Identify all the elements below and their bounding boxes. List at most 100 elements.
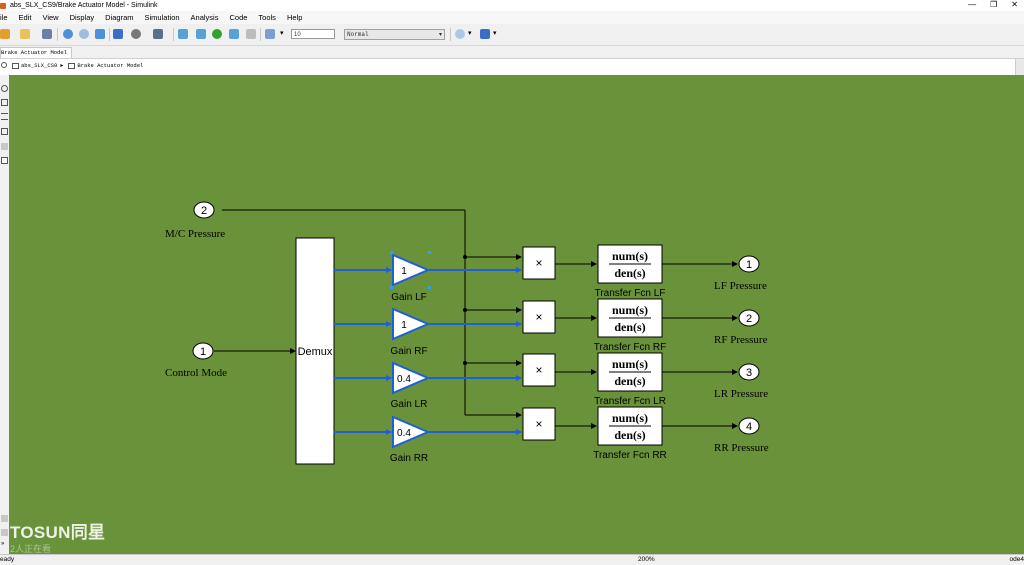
toolbar-separator [173, 28, 174, 41]
simulation-mode-select[interactable]: Normal ▾ [344, 29, 445, 40]
gain-lr-label: Gain LR [391, 399, 428, 410]
product-rr-block[interactable]: × [522, 407, 556, 441]
menu-view[interactable]: View [42, 13, 59, 22]
mc-pressure-signal[interactable] [222, 209, 522, 418]
transfer-fcn-lf-block[interactable]: num(s) den(s) [597, 244, 663, 284]
layers-icon[interactable] [1, 529, 8, 536]
library-browser-icon[interactable] [113, 29, 123, 39]
gain-lr-block[interactable]: 0.4 [392, 361, 431, 395]
model-canvas[interactable]: 2 M/C Pressure 1 Control Mode Demux 1 [9, 75, 1024, 554]
model-advisor-icon[interactable] [455, 29, 465, 39]
arrows-icon[interactable] [1, 113, 8, 120]
outport-rr-pressure[interactable]: 4 [738, 417, 760, 435]
run-play-icon[interactable] [212, 29, 222, 39]
stop-icon[interactable] [246, 29, 256, 39]
toolbar: ▾ 10 Normal ▾ ▾ ▾ [0, 24, 1024, 46]
model-settings-gear-icon[interactable] [131, 29, 141, 39]
tosun-watermark: TOSUN同星 [10, 523, 106, 542]
scope-dropdown-arrow[interactable]: ▾ [280, 30, 284, 37]
image-icon[interactable] [1, 143, 8, 150]
tf-rr-den: den(s) [614, 428, 645, 442]
inport-control-mode[interactable]: 1 [192, 342, 214, 360]
inport-control-label: Control Mode [165, 367, 227, 379]
simulink-app-icon [0, 2, 6, 9]
model-explorer-icon[interactable] [153, 29, 163, 39]
open-folder-icon[interactable] [20, 29, 30, 39]
tf-output-signals[interactable] [662, 261, 738, 429]
inport-mc-pressure[interactable]: 2 [193, 201, 215, 219]
advisor-dropdown-arrow[interactable]: ▾ [468, 30, 472, 37]
menu-edit[interactable]: Edit [18, 13, 32, 22]
demux-output-signals[interactable] [334, 267, 392, 435]
breadcrumb-child[interactable]: Brake Actuator Model [77, 62, 144, 69]
outport-lf-pressure[interactable]: 1 [738, 255, 760, 273]
model-browser-icon[interactable] [1, 515, 8, 522]
menu-file[interactable]: ile [0, 13, 8, 22]
tab-brake-actuator-model[interactable]: Brake Actuator Model [0, 47, 73, 58]
gain-rf-value: 1 [401, 320, 407, 331]
menu-help[interactable]: Help [286, 13, 303, 22]
collapse-panel-icon[interactable] [1015, 59, 1024, 75]
product-lf-block[interactable]: × [522, 246, 556, 280]
toolbar-separator [57, 28, 58, 41]
step-forward-icon[interactable] [229, 29, 239, 39]
product-lr-block[interactable]: × [522, 353, 556, 387]
transfer-fcn-rr-block[interactable]: num(s) den(s) [597, 406, 663, 446]
area-icon[interactable] [1, 157, 8, 164]
transfer-fcn-lr-block[interactable]: num(s) den(s) [597, 352, 663, 392]
grid-icon[interactable] [480, 29, 490, 39]
scope-icon[interactable] [265, 29, 275, 39]
gain-lf-block[interactable]: 1 [390, 251, 431, 289]
demux-label: Demux [298, 346, 333, 358]
expand-chevron-icon[interactable]: » [1, 541, 5, 547]
transfer-fcn-rf-block[interactable]: num(s) den(s) [597, 298, 663, 338]
up-arrow-icon[interactable] [95, 29, 105, 39]
gain-rf-block[interactable]: 1 [392, 307, 431, 341]
left-palette: » [0, 75, 9, 554]
tf-lf-den: den(s) [614, 266, 645, 280]
menu-tools[interactable]: Tools [258, 13, 276, 22]
status-ready: eady [0, 556, 15, 563]
zoom-icon[interactable] [1, 85, 8, 92]
close-button[interactable]: ✕ [1011, 0, 1018, 9]
gain-lf-label: Gain LF [391, 292, 427, 303]
grid-dropdown-arrow[interactable]: ▾ [493, 30, 497, 37]
save-icon[interactable] [42, 29, 52, 39]
gain-lf-value: 1 [401, 266, 407, 277]
gain-rr-block[interactable]: 0.4 [392, 415, 431, 449]
minimize-button[interactable]: — [968, 0, 977, 9]
step-back-icon[interactable] [178, 29, 188, 39]
gain-output-signals[interactable] [429, 267, 522, 435]
menu-code[interactable]: Code [229, 13, 248, 22]
hide-browser-icon[interactable] [1, 62, 7, 68]
outport-lr-pressure[interactable]: 3 [738, 363, 760, 381]
gain-lr-value: 0.4 [397, 374, 411, 385]
menu-diagram[interactable]: Diagram [105, 13, 134, 22]
demux-block[interactable]: Demux [295, 237, 335, 465]
maximize-button[interactable]: ❐ [990, 0, 998, 9]
tf-rr-label: Transfer Fcn RR [593, 450, 667, 461]
stop-time-input[interactable]: 10 [291, 29, 335, 39]
outport-rf-pressure[interactable]: 2 [738, 309, 760, 327]
outport-rf-label: RF Pressure [714, 334, 768, 346]
breadcrumb-root[interactable]: abs_SLX_CS9 [21, 62, 58, 69]
toolbar-separator [109, 28, 110, 41]
rewind-icon[interactable] [196, 29, 206, 39]
outport-lf-number: 1 [746, 259, 752, 271]
new-model-icon[interactable] [0, 29, 10, 39]
fit-view-icon[interactable] [1, 99, 8, 106]
product-rf-block[interactable]: × [522, 300, 556, 334]
inport-control-number: 1 [200, 346, 206, 358]
menu-simulation[interactable]: Simulation [144, 13, 180, 22]
status-solver[interactable]: ode4 [1009, 556, 1024, 563]
product-output-signals[interactable] [555, 261, 597, 429]
status-zoom: 200% [638, 556, 655, 563]
forward-arrow-icon[interactable] [79, 29, 89, 39]
menu-display[interactable]: Display [69, 13, 95, 22]
tf-rf-label: Transfer Fcn RF [594, 342, 666, 353]
outport-rf-number: 2 [746, 313, 752, 325]
annotation-icon[interactable] [1, 128, 8, 135]
menu-analysis[interactable]: Analysis [190, 13, 219, 22]
back-arrow-icon[interactable] [63, 29, 73, 39]
inport-mc-number: 2 [201, 205, 207, 217]
